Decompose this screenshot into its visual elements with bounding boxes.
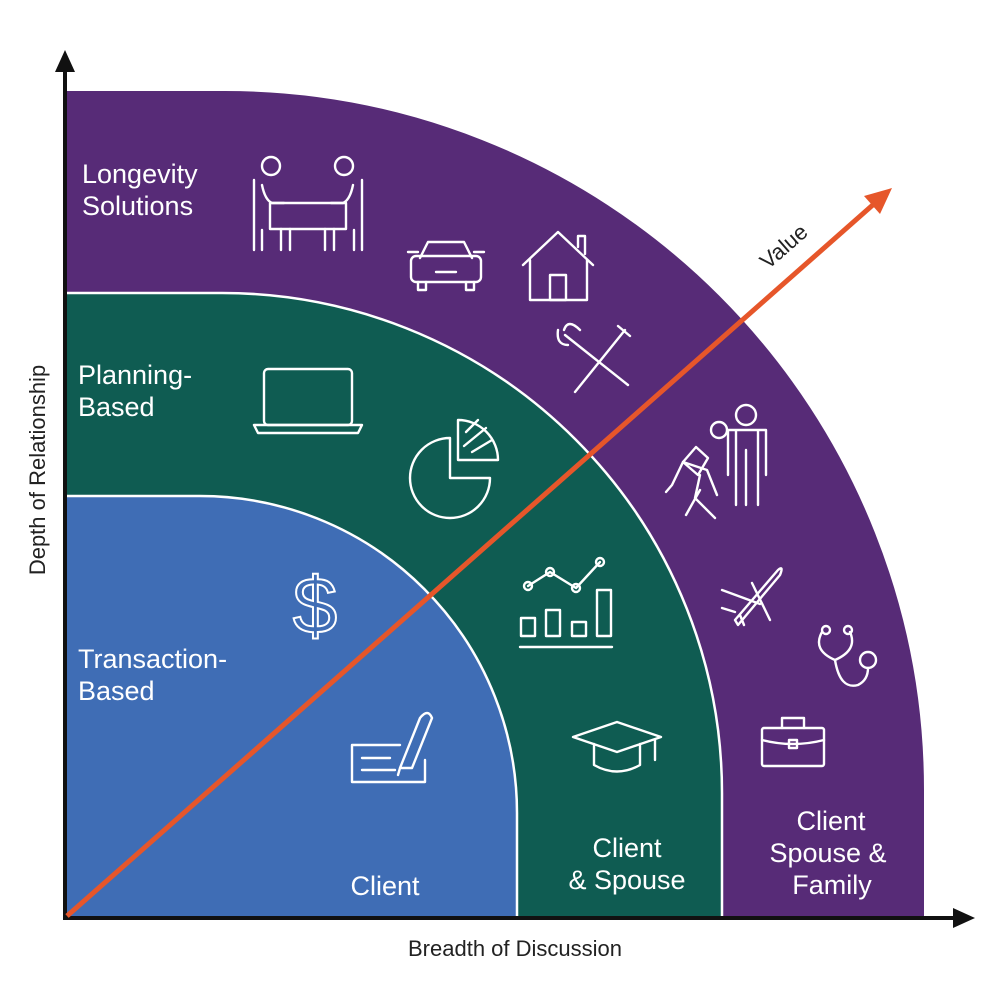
- bar-line-chart-icon: [518, 556, 614, 649]
- value-arrow: [65, 201, 877, 918]
- briefcase-icon: [760, 716, 826, 768]
- stethoscope-icon: [817, 624, 878, 687]
- tier-planning-label: Planning-Based: [78, 360, 192, 422]
- laptop-icon: [252, 367, 364, 435]
- y-axis-label: Depth of Relationship: [25, 365, 50, 575]
- audience-client-label: Client: [350, 871, 420, 901]
- dollar-icon: $: [293, 561, 338, 650]
- meeting-table-icon: [252, 155, 364, 252]
- graduation-cap-icon: [571, 720, 663, 773]
- check-signing-icon: [350, 711, 434, 784]
- tier-transaction-label: Transaction-Based: [78, 644, 227, 706]
- house-icon: [521, 230, 595, 302]
- tools-icon: [556, 322, 632, 394]
- value-arrowhead: [864, 188, 892, 214]
- pie-chart-icon: [408, 418, 500, 520]
- car-icon: [406, 240, 486, 292]
- y-axis-arrow: [55, 50, 75, 72]
- airplane-icon: [720, 567, 783, 627]
- family-kite-icon: [664, 403, 768, 520]
- x-axis-arrow: [953, 908, 975, 928]
- tier-transaction-region: [63, 494, 519, 920]
- x-axis-label: Breadth of Discussion: [408, 936, 622, 961]
- audience-client-spouse-label: Client& Spouse: [568, 833, 685, 895]
